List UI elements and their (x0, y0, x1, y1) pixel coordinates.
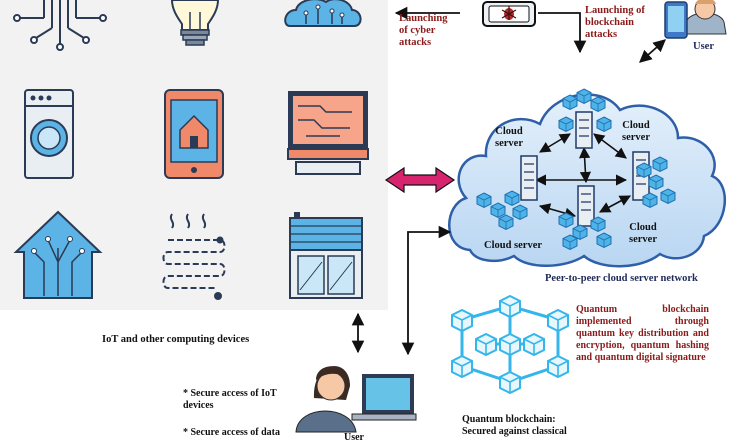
light-bulb-icon (170, 0, 220, 46)
network-links (534, 133, 631, 219)
washing-machine-icon (24, 89, 74, 179)
cloud-server-label-3: Cloud server (484, 240, 543, 251)
cloud-server-label-2: Cloud server (622, 120, 650, 143)
user-phone-icon (664, 0, 727, 39)
cloud-server-label-1: Cloud server (495, 126, 523, 149)
iot-devices-caption: IoT and other computing devices (102, 334, 250, 345)
cloud-circuit-icon (284, 0, 362, 27)
window-blinds-icon (289, 212, 363, 299)
quantum-blockchain-description: Quantum blockchain implemented through q… (576, 304, 709, 363)
secure-data-access-note: * Secure access of data (183, 427, 281, 438)
p2p-network-caption: Peer-to-peer cloud server network (545, 273, 698, 284)
hacker-bug-device-icon (482, 1, 536, 27)
smartphone-home-icon (164, 89, 224, 179)
quantum-blockchain-icon (451, 295, 569, 394)
smart-home-icon (13, 210, 103, 299)
computer-monitor-icon (287, 91, 369, 175)
iot-cloud-double-arrow (384, 166, 456, 194)
cloud-server-label-4: Cloud server (629, 222, 657, 245)
launch-blockchain-attacks-label: Launching of blockchain attacks (585, 5, 645, 40)
circuit-chip-icon (13, 0, 107, 51)
heater-icon (162, 213, 226, 300)
quantum-secured-caption: Quantum blockchain: Secured against clas… (462, 414, 567, 437)
launch-cyber-attacks-label: Launching of cyber attacks (399, 13, 448, 48)
top-user-label: User (693, 41, 714, 52)
user-laptop-icon (295, 366, 417, 433)
secure-iot-access-note: * Secure access of IoT devices (183, 388, 277, 411)
bottom-user-label: User (344, 432, 364, 443)
cloud-server-nodes (520, 111, 650, 227)
